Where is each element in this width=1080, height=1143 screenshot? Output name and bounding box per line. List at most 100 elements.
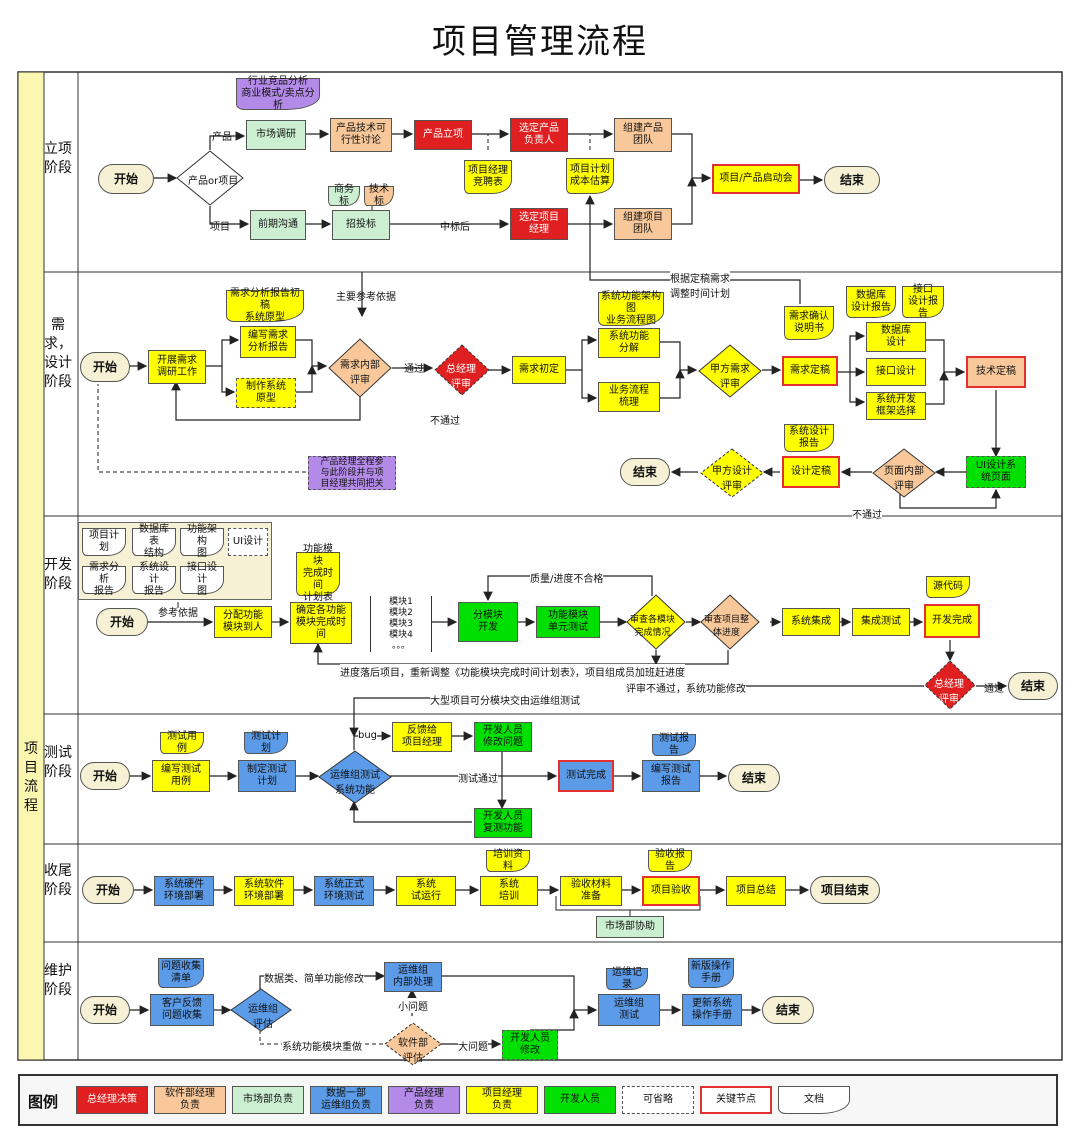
phase-label-testing: 测试阶段 <box>44 745 72 780</box>
closing-end-node: 项目结束 <box>810 876 880 904</box>
replan-note: 根据定稿需求 调整时间计划 <box>670 270 730 300</box>
doc-confirm: 需求确认 说明书 <box>784 306 834 340</box>
ops-test-label: 运维组测试 系统功能 <box>330 770 380 796</box>
collect-node: 客户反馈 问题收集 <box>150 994 214 1026</box>
dev-reference-label: 参考依据 <box>158 608 198 619</box>
branch-project-label: 项目 <box>210 222 230 233</box>
gm-review-diamond <box>434 344 490 396</box>
legend-market-dept: 市场部负责 <box>232 1086 304 1114</box>
doc-api-diagram: 接口设计 图 <box>180 562 224 597</box>
doc-industry-analysis: 行业竞品分析 商业模式/卖点分析 <box>236 76 320 111</box>
internal-review-label: 需求内部 评审 <box>340 360 380 386</box>
branch-product-label: 产品 <box>212 132 232 143</box>
data-simple-label: 数据类、简单功能修改 <box>264 970 364 985</box>
doc-issues: 问题收集 清单 <box>158 958 204 988</box>
hardware-node: 系统硬件 环境部署 <box>154 876 214 906</box>
process-sort-node: 业务流程 梳理 <box>598 382 660 412</box>
check-modules-label: 审查各模块 完成情况 <box>630 615 676 638</box>
doc-ops-record: 运维记录 <box>606 967 648 990</box>
dev-change-node: 开发人员 修改 <box>502 1030 558 1060</box>
select-pm-node: 选定项目 经理 <box>510 208 568 240</box>
build-project-team-node: 组建项目 团队 <box>614 208 672 240</box>
doc-req-draft: 需求分析报告初稿 系统原型 <box>226 288 304 323</box>
preliminary-node: 前期沟通 <box>250 210 306 240</box>
summary-node: 项目总结 <box>726 876 786 906</box>
maint-start-node: 开始 <box>80 996 130 1024</box>
dev-gm-review-label: 总经理 评审 <box>934 679 964 705</box>
dev-done-node: 开发完成 <box>924 604 980 638</box>
legend-document: 文档 <box>778 1086 850 1114</box>
end-node: 结束 <box>824 166 880 194</box>
modules-list: 模块1 模块2 模块3 模块4 。。。 <box>370 596 432 652</box>
maint-end-node: 结束 <box>762 996 814 1024</box>
unit-test-node: 功能模块 单元测试 <box>536 606 600 638</box>
start-node: 开始 <box>98 164 154 194</box>
sw-eval-label: 软件部 评估 <box>398 1038 428 1064</box>
legend-project-manager: 项目经理 负责 <box>466 1086 538 1114</box>
large-project-note: 大型项目可分模块交由运维组测试 <box>430 692 580 707</box>
internal-review-diamond <box>328 338 392 398</box>
doc-plan-cost: 项目计划 成本估算 <box>566 158 614 194</box>
dev-end-node: 结束 <box>1008 672 1058 700</box>
delay-note: 进度落后项目，重新调整《功能模块完成时间计划表》，项目组成员加班赶进度 <box>340 664 685 679</box>
kickoff-node: 项目/产品启动会 <box>712 164 800 194</box>
review-fail-note: 评审不通过，系统功能修改 <box>626 680 746 695</box>
ops-test-node: 运维组 测试 <box>598 994 660 1026</box>
dev-fix-node: 开发人员 修改问题 <box>474 722 532 752</box>
req-final-node: 需求定稿 <box>782 356 838 386</box>
page-title: 项目管理流程 <box>432 22 648 62</box>
quality-fail-label: 质量/进度不合格 <box>530 570 604 585</box>
dev-node: 分模块 开发 <box>458 602 518 642</box>
check-progress-diamond <box>700 594 760 650</box>
legend-optional: 可省略 <box>622 1086 694 1114</box>
ops-handle-node: 运维组 内部处理 <box>384 962 442 992</box>
integration-test-node: 集成测试 <box>852 608 910 636</box>
doc-api-design: 接口 设计报告 <box>902 284 944 319</box>
write-cases-node: 编写测试 用例 <box>152 760 210 792</box>
doc-schedule: 功能模块 完成时间 计划表 <box>296 544 340 603</box>
client-review-label: 甲方需求 评审 <box>710 364 750 390</box>
phase-label-maintenance: 维护阶段 <box>44 963 72 998</box>
doc-project-plan: 项目计划 <box>82 528 126 556</box>
func-decompose-node: 系统功能 分解 <box>598 328 660 358</box>
phase-label-requirements: 需求，设计阶段 <box>44 317 72 390</box>
client-design-review-diamond <box>700 448 764 498</box>
sw-eval-diamond <box>384 1022 442 1066</box>
doc-pm-hire: 项目经理 竞聘表 <box>464 160 512 194</box>
feasibility-node: 产品技术可 行性讨论 <box>330 118 392 152</box>
legend-software-manager: 软件部经理 负责 <box>154 1086 226 1114</box>
test-done-node: 测试完成 <box>558 760 614 792</box>
legend-product-manager: 产品经理 负责 <box>388 1086 460 1114</box>
market-research-node: 市场调研 <box>246 120 306 150</box>
doc-db-tables: 数据库表 结构 <box>132 524 176 559</box>
training-node: 系统 培训 <box>480 876 538 906</box>
write-test-report-node: 编写测试 报告 <box>642 760 700 792</box>
gm-review-label: 总经理 评审 <box>446 364 476 390</box>
tech-final-node: 技术定稿 <box>966 356 1026 388</box>
doc-sys-design: 系统设计 报告 <box>784 424 834 452</box>
materials-node: 验收材料 准备 <box>560 876 622 906</box>
assign-node: 分配功能 模块到人 <box>214 606 272 638</box>
dev-retest-node: 开发人员 复测功能 <box>474 808 532 838</box>
fail-label: 不通过 <box>430 416 460 427</box>
legend-developer: 开发人员 <box>544 1086 616 1114</box>
legend-title: 图例 <box>28 1093 59 1111</box>
doc-sys-design-report: 系统设计 报告 <box>132 562 176 597</box>
set-time-node: 确定各功能 模块完成时 间 <box>290 602 352 644</box>
select-product-owner-node: 选定产品 负责人 <box>510 118 568 152</box>
page-review-label: 页面内部 评审 <box>884 466 924 492</box>
req-end-node: 结束 <box>620 458 670 486</box>
software-node: 系统软件 环境部署 <box>234 876 294 906</box>
dev-pass-label: 通过 <box>984 684 1004 695</box>
legend-key-node: 关键节点 <box>700 1086 772 1114</box>
doc-db-design: 数据库 设计报告 <box>846 286 896 318</box>
test-pass-label: 测试通过 <box>458 770 498 785</box>
main-reference-label: 主要参考依据 <box>336 292 396 303</box>
feedback-node: 反馈给 项目经理 <box>392 722 452 752</box>
doc-req-report: 需求分析 报告 <box>82 562 126 597</box>
legend-ops-team: 数据一部 运维组负责 <box>310 1086 382 1114</box>
doc-manual: 新版操作 手册 <box>688 958 734 988</box>
make-prototype-node: 制作系统 原型 <box>236 378 296 408</box>
ops-eval-diamond <box>230 988 292 1032</box>
framework-node: 系统开发 框架选择 <box>866 392 926 420</box>
